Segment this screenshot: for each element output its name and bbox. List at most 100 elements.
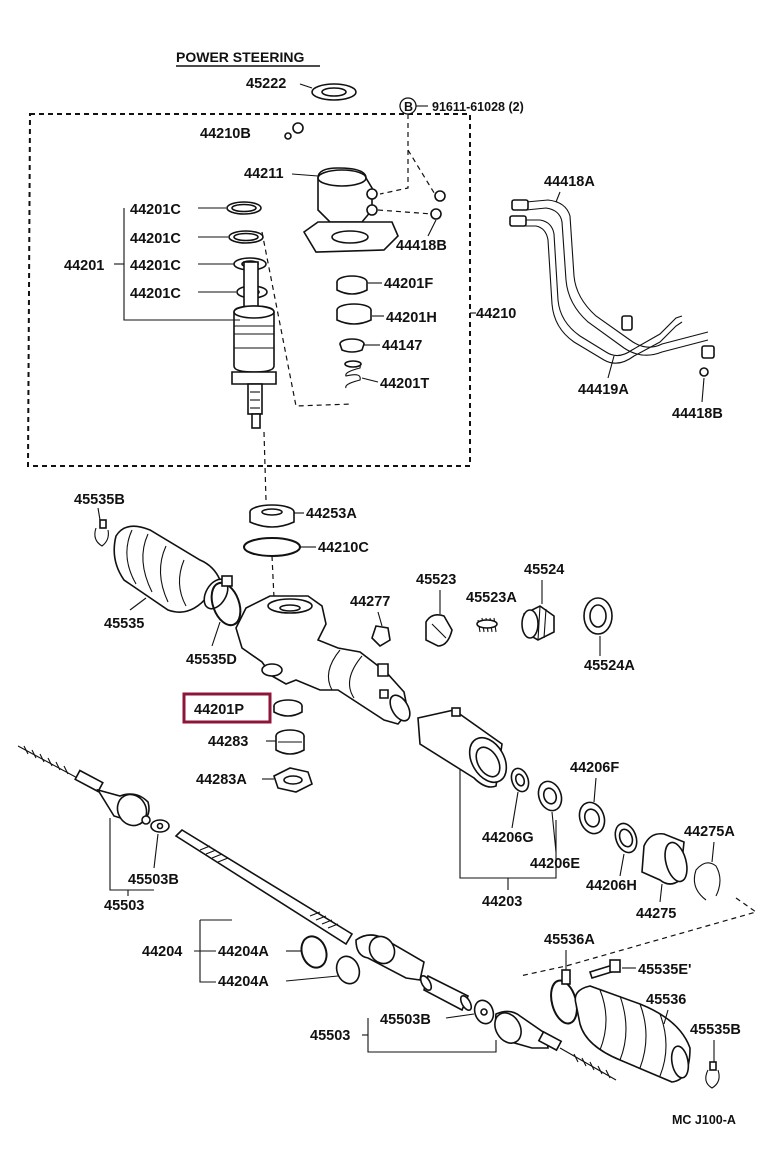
part-44283A-nut[interactable] <box>273 767 313 793</box>
leader-44204A-2 <box>285 975 339 982</box>
leader-44206H <box>619 853 625 877</box>
valve-assembly-boundary <box>26 113 471 467</box>
label-44201C-1: 44201C <box>130 202 181 218</box>
part-44210C-o-ring[interactable] <box>243 537 301 557</box>
part-44419A-pressure-tubes[interactable] <box>509 199 715 364</box>
bolt-ref-pointer <box>379 114 409 195</box>
label-45503B-right: 45503B <box>380 1012 431 1028</box>
leader-45535B-left <box>97 507 101 521</box>
part-44210B-bolt[interactable] <box>284 122 304 140</box>
part-44201P-bearing[interactable] <box>273 699 303 717</box>
part-45535D-clamp[interactable] <box>206 575 245 629</box>
bolt-ref-pointer-2 <box>407 149 437 197</box>
part-44204A-ring-2[interactable] <box>333 953 363 987</box>
part-44206H-seal[interactable] <box>611 820 640 855</box>
part-44206G-washer[interactable] <box>508 766 531 794</box>
part-45503-tie-rod-end-right[interactable] <box>490 1008 617 1081</box>
leader-45222 <box>299 83 313 89</box>
label-44201C-2: 44201C <box>130 231 181 247</box>
label-44206F: 44206F <box>570 760 619 776</box>
part-44203-cylinder[interactable] <box>417 707 514 789</box>
part-44283-pinion-bearing[interactable] <box>275 729 305 755</box>
part-44204-rack[interactable] <box>174 828 473 1012</box>
part-44211-valve-housing[interactable] <box>302 167 399 253</box>
part-44147-seal[interactable] <box>339 338 365 353</box>
label-44283A: 44283A <box>196 772 247 788</box>
part-gear-housing[interactable] <box>235 595 414 725</box>
part-44201C-ring-1[interactable] <box>226 201 262 215</box>
part-44206E-seal[interactable] <box>535 778 566 814</box>
label-45524A: 45524A <box>584 658 635 674</box>
part-44201T-spring[interactable] <box>344 360 362 389</box>
label-44418B-upper: 44418B <box>396 238 447 254</box>
label-44206G: 44206G <box>482 830 534 846</box>
leader-45503B-left <box>153 833 159 869</box>
svg-text:B: B <box>404 100 413 114</box>
part-45503B-washer-right[interactable] <box>471 998 496 1027</box>
label-45503-left: 45503 <box>104 898 144 914</box>
label-45523A: 45523A <box>466 590 517 606</box>
leader-45503B-right <box>445 1013 475 1019</box>
label-45524: 45524 <box>524 562 564 578</box>
label-45535B-left: 45535B <box>74 492 125 508</box>
part-44201C-ring-2[interactable] <box>228 230 264 244</box>
part-44275A-snap-ring[interactable] <box>693 862 721 901</box>
part-45503-tie-rod-end-left[interactable] <box>17 745 152 831</box>
part-45536-boot-right[interactable] <box>574 985 691 1083</box>
label-44201P[interactable]: 44201P <box>194 702 244 718</box>
label-44275A: 44275A <box>684 824 735 840</box>
part-44275-end-stopper[interactable] <box>641 832 691 885</box>
leader-44418B-upper <box>427 219 437 237</box>
part-45535-boot-left[interactable] <box>113 525 232 613</box>
label-45535: 45535 <box>104 616 144 632</box>
leader-44419A <box>607 355 615 379</box>
part-44201F-seal[interactable] <box>336 275 368 295</box>
diagram-code: MC J100-A <box>672 1113 736 1127</box>
part-45535B-clip-left[interactable] <box>94 519 109 547</box>
bracket-44201 <box>123 208 240 321</box>
part-45535E-bolt[interactable] <box>588 959 621 979</box>
label-44283: 44283 <box>208 734 248 750</box>
part-44277-plate[interactable] <box>371 625 391 648</box>
part-45523A-spring[interactable] <box>476 617 498 633</box>
label-44418B-lower: 44418B <box>672 406 723 422</box>
part-44201-control-valve[interactable] <box>231 261 277 429</box>
label-44201F: 44201F <box>384 276 433 292</box>
label-44253A: 44253A <box>306 506 357 522</box>
label-44210: 44210 <box>476 306 516 322</box>
part-44253A-bearing[interactable] <box>249 504 295 528</box>
leader-44275 <box>659 883 663 903</box>
label-44277: 44277 <box>350 594 390 610</box>
leader-44275A <box>711 841 715 863</box>
label-44210C: 44210C <box>318 540 369 556</box>
part-44418B-union-lower[interactable] <box>699 367 709 377</box>
label-45535D: 45535D <box>186 652 237 668</box>
leader-45535D <box>211 621 221 647</box>
part-45503B-washer-left[interactable] <box>150 819 170 833</box>
part-44201H-bearing[interactable] <box>336 303 372 325</box>
valve-axis-line <box>263 431 267 501</box>
part-45222-seal[interactable] <box>311 83 357 101</box>
label-44201C-4: 44201C <box>130 286 181 302</box>
label-bolt-ref: 91611-61028 (2) <box>432 100 524 114</box>
label-44201H: 44201H <box>386 310 437 326</box>
leader-45536 <box>663 1009 669 1025</box>
diagram-title: POWER STEERING <box>176 49 304 65</box>
leader-44418A <box>555 191 561 203</box>
part-45535B-clip-right[interactable] <box>705 1061 720 1089</box>
part-45524-adjusting-screw[interactable] <box>521 605 555 641</box>
leader-44418B-lower <box>701 377 705 403</box>
leader-44206G <box>511 791 519 829</box>
part-45524A-lock-nut[interactable] <box>583 597 613 635</box>
leader-44206E <box>551 811 557 853</box>
label-45523: 45523 <box>416 572 456 588</box>
part-45523-yoke[interactable] <box>425 614 453 647</box>
label-45536: 45536 <box>646 992 686 1008</box>
part-44204A-ring-1[interactable] <box>297 933 330 971</box>
b-symbol: B <box>399 97 417 115</box>
part-44418B-union-upper[interactable] <box>430 190 446 220</box>
label-44201C-3: 44201C <box>130 258 181 274</box>
label-45222: 45222 <box>246 76 286 92</box>
label-44418A: 44418A <box>544 174 595 190</box>
part-44206F-bushing[interactable] <box>575 799 608 837</box>
